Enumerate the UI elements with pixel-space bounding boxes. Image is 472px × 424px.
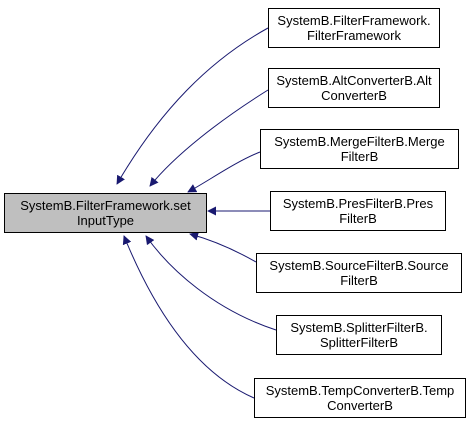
caller-node-line2: FilterFramework <box>307 28 401 43</box>
caller-node-line2: FilterB <box>340 273 378 288</box>
caller-node-mergefilterb[interactable]: SystemB.MergeFilterB.Merge FilterB <box>260 129 459 169</box>
focus-node[interactable]: SystemB.FilterFramework.set InputType <box>4 193 207 233</box>
edge-mergefilterb <box>187 151 261 193</box>
edge-splitterfilterb <box>145 235 277 331</box>
edge-filterframework <box>116 27 269 185</box>
edge-altconverterb <box>149 89 269 187</box>
caller-node-line1: SystemB.PresFilterB.Pres <box>282 196 434 211</box>
focus-node-line2: InputType <box>76 213 135 228</box>
caller-node-line1: SystemB.SourceFilterB.Source <box>269 258 449 273</box>
edge-tempconverterb <box>122 235 255 399</box>
caller-node-splitterfilterb[interactable]: SystemB.SplitterFilterB. SplitterFilterB <box>276 315 442 355</box>
caller-node-sourcefilterb[interactable]: SystemB.SourceFilterB.Source FilterB <box>256 253 462 293</box>
caller-node-filterframework[interactable]: SystemB.FilterFramework. FilterFramework <box>268 8 440 48</box>
caller-node-altconverterb[interactable]: SystemB.AltConverterB.Alt ConverterB <box>268 68 440 108</box>
caller-node-line1: SystemB.TempConverterB.Temp <box>265 383 455 398</box>
caller-node-line1: SystemB.SplitterFilterB. <box>290 320 428 335</box>
caller-node-tempconverterb[interactable]: SystemB.TempConverterB.Temp ConverterB <box>254 378 466 418</box>
caller-node-line2: FilterB <box>339 211 377 226</box>
edge-sourcefilterb <box>189 231 257 263</box>
caller-node-line1: SystemB.MergeFilterB.Merge <box>274 134 445 149</box>
caller-node-line2: SplitterFilterB <box>319 335 399 350</box>
caller-node-line1: SystemB.FilterFramework. <box>277 13 431 28</box>
caller-node-presfilterb[interactable]: SystemB.PresFilterB.Pres FilterB <box>270 191 446 231</box>
caller-node-line2: ConverterB <box>327 398 393 413</box>
caller-node-line2: FilterB <box>340 149 379 164</box>
caller-node-line2: ConverterB <box>321 88 387 103</box>
focus-node-line1: SystemB.FilterFramework.set <box>20 198 191 213</box>
caller-node-line1: SystemB.AltConverterB.Alt <box>276 73 432 88</box>
